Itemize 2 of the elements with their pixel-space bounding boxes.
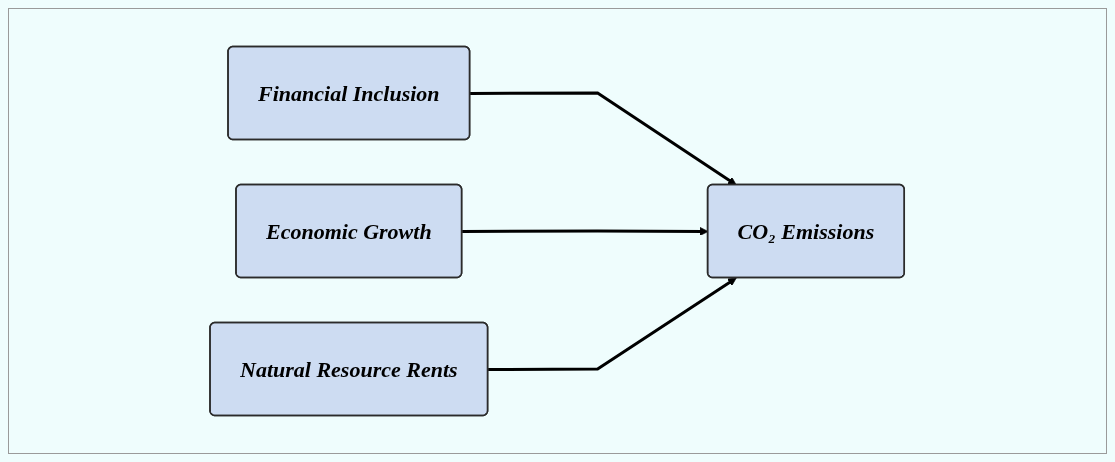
arrow [488, 277, 737, 371]
arrow [470, 91, 737, 186]
